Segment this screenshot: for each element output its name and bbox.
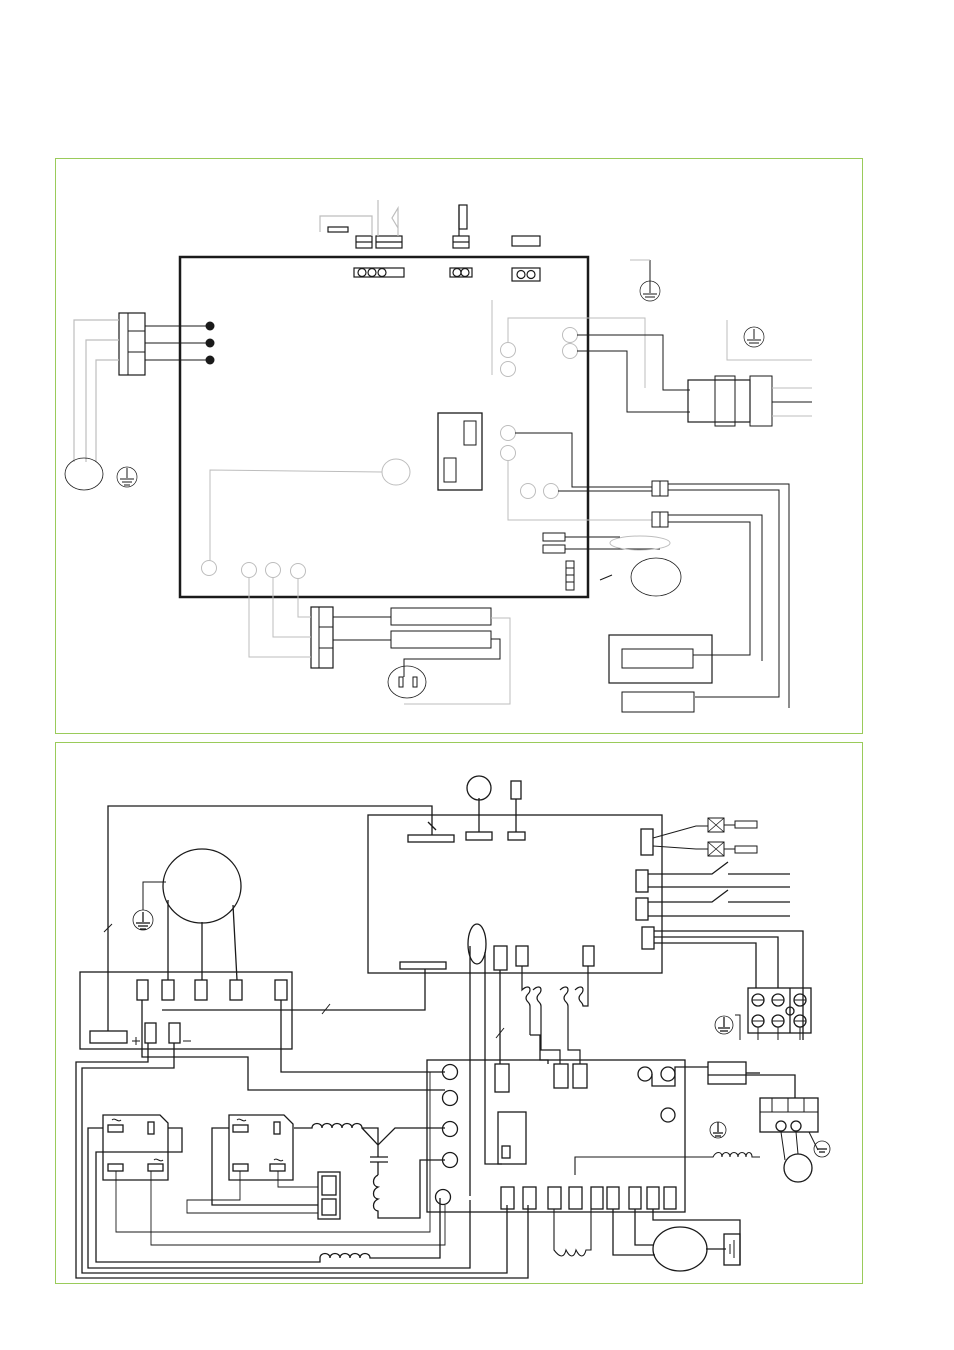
right-wiring [491,259,812,713]
top-diagram [64,200,812,713]
inverter-board [426,1059,686,1213]
top-connectors [319,200,541,282]
main-control-board [178,255,590,599]
ground-icon [132,909,154,931]
indoor-wiring-panel [55,158,863,734]
ground-icon [743,326,765,348]
bottom-diagram [75,775,831,1279]
ground-icon [639,260,661,302]
outdoor-wiring-panel [55,742,863,1284]
board-components [201,327,578,591]
bottom-wiring [248,578,511,705]
ground-icon [116,466,138,488]
ground-icon [709,1121,727,1139]
outdoor-control-board [367,814,663,974]
ground-icon [813,1140,831,1158]
ground-icon [714,1015,734,1035]
power-terminal-block [64,312,215,491]
